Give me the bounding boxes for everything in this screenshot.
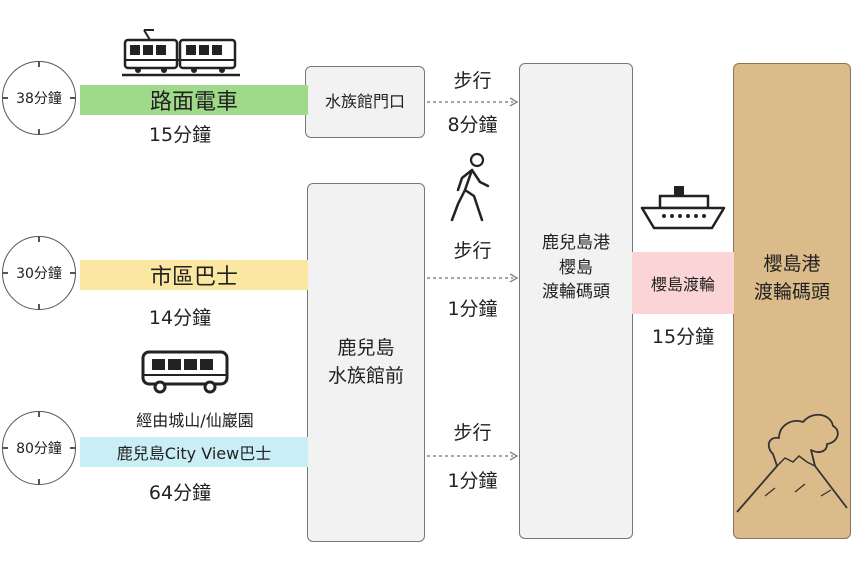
walk-2-duration: 1分鐘 <box>447 298 498 320</box>
walk-arrow-1 <box>427 97 519 107</box>
city-bus-time-label: 30分鐘 <box>16 266 62 282</box>
city-view-time-label: 80分鐘 <box>16 441 62 457</box>
walk-arrow-2 <box>427 273 519 283</box>
kagoshima-port-box: 鹿兒島港 櫻島 渡輪碼頭 <box>519 63 633 539</box>
ferry-duration: 15分鐘 <box>651 326 715 348</box>
city-view-via: 經由城山/仙巖園 <box>136 411 254 430</box>
aquarium-front-box: 鹿兒島 水族館前 <box>307 183 425 542</box>
aquarium-front-line1: 鹿兒島 <box>337 336 395 359</box>
tram-time-clock: 38分鐘 <box>2 61 76 135</box>
ferry-label: 櫻島渡輪 <box>650 275 715 294</box>
city-view-duration: 64分鐘 <box>148 482 212 504</box>
kagoshima-port-line3: 渡輪碼頭 <box>542 282 610 303</box>
walk-1-duration: 8分鐘 <box>447 114 498 136</box>
walk-3-label: 步行 <box>453 422 492 444</box>
tram-band: 路面電車 <box>80 85 308 115</box>
bus-icon <box>141 350 229 394</box>
walk-3-duration: 1分鐘 <box>447 470 498 492</box>
city-bus-mode-label: 市區巴士 <box>149 265 238 290</box>
city-view-time-clock: 80分鐘 <box>2 411 76 485</box>
tram-icon <box>122 29 240 77</box>
city-bus-duration: 14分鐘 <box>148 307 212 329</box>
sakurajima-port-box: 櫻島港 渡輪碼頭 <box>733 63 851 539</box>
walk-arrow-3 <box>427 451 519 461</box>
city-view-band: 鹿兒島City View巴士 <box>80 437 308 467</box>
aquarium-gate-box: 水族館門口 <box>305 66 425 138</box>
sakurajima-port-line2: 渡輪碼頭 <box>753 280 830 303</box>
sakurajima-port-line1: 櫻島港 <box>763 253 821 275</box>
walking-person-icon <box>450 152 490 222</box>
walk-2-label: 步行 <box>453 240 492 262</box>
city-bus-time-clock: 30分鐘 <box>2 236 76 310</box>
kagoshima-port-line2: 櫻島 <box>559 257 593 278</box>
tram-time-label: 38分鐘 <box>16 91 62 107</box>
aquarium-gate-label: 水族館門口 <box>324 92 405 112</box>
aquarium-front-line2: 水族館前 <box>327 364 404 387</box>
ferry-icon <box>640 186 726 230</box>
tram-duration: 15分鐘 <box>148 124 212 146</box>
kagoshima-port-line1: 鹿兒島港 <box>542 233 610 253</box>
ferry-band: 櫻島渡輪 <box>632 252 734 314</box>
volcano-icon <box>736 413 848 513</box>
city-bus-band: 市區巴士 <box>80 260 308 290</box>
tram-mode-label: 路面電車 <box>149 90 238 115</box>
city-view-mode-label: 鹿兒島City View巴士 <box>116 444 272 463</box>
walk-1-label: 步行 <box>453 70 492 92</box>
